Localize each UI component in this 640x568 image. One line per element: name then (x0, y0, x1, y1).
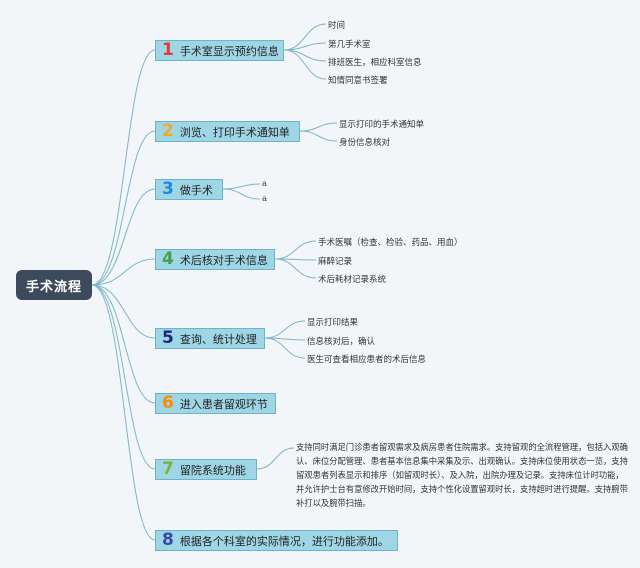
node-label: 根据各个科室的实际情况，进行功能添加。 (179, 534, 389, 548)
connector (91, 284, 156, 541)
node-7[interactable]: 7 留院系统功能 (155, 459, 257, 480)
connector (299, 122, 338, 132)
connector (283, 49, 327, 80)
node-label: 查询、统计处理 (179, 332, 257, 346)
node-number: 7 (162, 459, 174, 479)
root-node[interactable]: 手术流程 (16, 270, 92, 300)
leaf-item[interactable]: 身份信息核对 (339, 138, 391, 148)
connector (274, 240, 317, 260)
leaf-item[interactable]: 知情同意书签署 (328, 76, 388, 86)
node-number: 3 (162, 179, 174, 199)
connector (222, 183, 261, 190)
node-number: 1 (162, 40, 174, 60)
leaf-item[interactable]: 信息核对后，确认 (307, 337, 376, 347)
node-number: 6 (162, 393, 174, 413)
connector (264, 320, 306, 339)
leaf-item[interactable]: 麻醉记录 (318, 257, 353, 267)
node-label: 进入患者留观环节 (179, 397, 268, 411)
leaf-item[interactable]: a (262, 179, 268, 189)
node-label: 浏览、打印手术通知单 (179, 125, 290, 139)
node-number: 8 (162, 530, 174, 550)
connector (91, 258, 156, 286)
connector (283, 23, 327, 51)
node-label: 留院系统功能 (179, 463, 246, 477)
root-label: 手术流程 (25, 279, 82, 295)
node-label: 术后核对手术信息 (179, 253, 268, 267)
connector (264, 337, 306, 359)
node-5[interactable]: 5 查询、统计处理 (155, 328, 265, 349)
node-label: 手术室显示预约信息 (179, 44, 279, 58)
connector (91, 49, 156, 286)
connector (91, 188, 156, 286)
connector (283, 49, 327, 62)
node-4[interactable]: 4 术后核对手术信息 (155, 249, 275, 270)
connector (222, 188, 261, 200)
leaf-item[interactable]: 第几手术室 (328, 40, 371, 50)
node-2[interactable]: 2 浏览、打印手术通知单 (155, 121, 300, 142)
connector (91, 284, 156, 404)
leaf-item[interactable]: 显示打印结果 (307, 318, 359, 328)
node-number: 4 (162, 249, 174, 269)
leaf-item[interactable]: 排班医生，相应科室信息 (328, 58, 422, 68)
connector (91, 130, 156, 286)
connector (299, 130, 338, 142)
leaf-item[interactable]: 术后耗材记录系统 (318, 275, 387, 285)
node-number: 5 (162, 328, 174, 348)
node-8[interactable]: 8 根据各个科室的实际情况，进行功能添加。 (155, 530, 398, 551)
leaf-item[interactable]: a (262, 194, 268, 204)
leaf-item[interactable]: 时间 (328, 21, 346, 31)
connector (91, 284, 156, 339)
node-label: 做手术 (179, 183, 213, 197)
node-number: 2 (162, 121, 174, 141)
node-7-description: 支持同时满足门诊患者留观需求及病房患者住院需求。支持留观的全流程管理，包括入观确… (296, 442, 628, 508)
connector (274, 258, 317, 279)
node-6[interactable]: 6 进入患者留观环节 (155, 393, 276, 414)
connector (256, 447, 295, 470)
leaf-item[interactable]: 显示打印的手术通知单 (339, 120, 425, 130)
connector (91, 284, 156, 470)
leaf-item[interactable]: 医生可查看相应患者的术后信息 (307, 355, 427, 365)
leaf-item[interactable]: 手术医嘱（检查、检验、药品、用血） (318, 238, 463, 248)
node-1[interactable]: 1 手术室显示预约信息 (155, 40, 284, 61)
node-3[interactable]: 3 做手术 (155, 179, 223, 200)
